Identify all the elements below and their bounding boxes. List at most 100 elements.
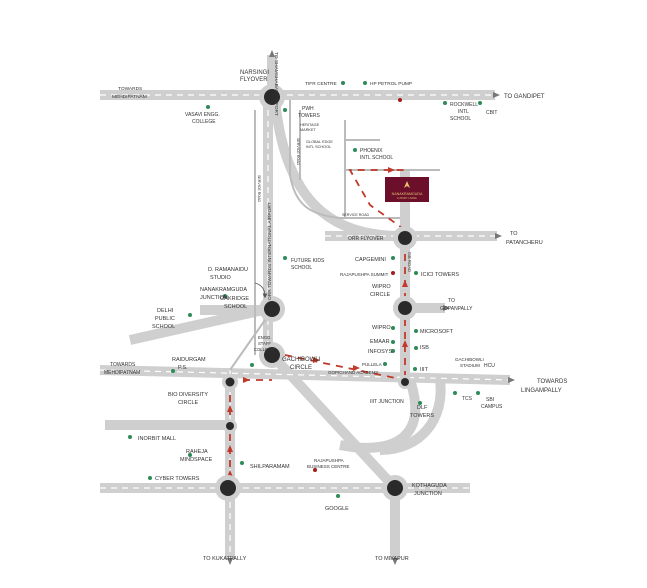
label-kothaguda-2: JUNCTION [414,491,442,497]
label-nanakramguda-1: NANAKRAMGUDA [200,287,247,293]
label-delhi-3: SCHOOL [152,324,175,330]
label-towards-lingampally-1: TOWARDS [537,379,567,385]
label-wipro: WIPRO [372,325,391,331]
label-towards-lingampally-2: LINGAMPALLY [521,388,562,394]
label-wipro-circle-2: CIRCLE [370,292,391,298]
label-pwh-1: PWH [302,106,314,112]
label-service-road-h: SERVICE ROAD [342,213,369,217]
label-raidurgam-1: RAIDURGAM [172,357,206,363]
label-orr-flyover: ORR FLYOVER [348,236,384,242]
label-emaar: EMAAR [370,339,390,345]
road-gachibowli-curve [379,379,446,455]
label-raidurgam-2: P.S. [178,365,188,371]
label-ramanaidu-1: D. RAMANAIDU [208,267,248,273]
label-bio-diversity-2: CIRCLE [178,400,199,406]
label-to-gopanpally-2: GOPANPALLY [440,306,473,312]
label-microsoft: MICROSOFT [420,329,454,335]
label-service-road-left: SERVICE ROAD [257,175,261,202]
label-nanakramguda-2: JUNCTION [200,295,228,301]
road-end-arrows [227,50,515,565]
label-inorbit: INORBIT MALL [138,436,176,442]
label-oakridge-2: SCHOOL [224,304,247,310]
label-phoenix-2: INTL SCHOOL [360,155,393,161]
label-oakridge-1: OAKRIDGE [220,296,249,302]
label-future-kids-2: SCHOOL [291,265,312,271]
label-gachibowli-stadium-1: GACHIBOWLI [455,357,484,362]
label-to-patancheru-1: TO [510,231,518,237]
label-towards-mehdipatnam-1: TOWARDS [110,362,136,368]
junction-nodes [215,84,417,501]
label-towards-mehdipatnam-top-2: MEHDIPATNAM [112,94,147,100]
label-gachibowli-1: GACHIBOWLI [282,357,321,363]
label-orr-airport: ORR TOWARDS INTERNATIONAL AIRPORT [267,202,273,300]
label-pullela-1: PULLELA [362,362,382,367]
label-rockwell-1: ROCKWELL [450,102,478,108]
label-vasavi-1: VASAVI ENGG. [185,112,220,118]
label-kothaguda-1: KOTHAGUDA [412,483,447,489]
label-towards-mehdipatnam-top-1: TOWARDS [118,86,142,92]
label-to-gandipet: TO GANDIPET [504,94,545,100]
map-labels: TO SHAMSHABAD AIRPORT NARSINGI FLYOVER T… [104,52,567,562]
label-google: GOOGLE [325,506,349,512]
road-dashes [99,94,511,560]
road-gachibowli-main [99,365,511,385]
label-iiit: IIIT [420,367,429,373]
label-shilparamam: SHILPARAMAM [250,464,290,470]
label-engg-staff-3: COLLEGE [254,347,274,352]
label-heritage-2: MARKET [300,128,317,132]
label-phoenix-1: PHOENIX [360,148,383,154]
label-to-kukatpally: TO KUKATPALLY [203,556,247,562]
label-global-edge-1: GLOBAL EDGE [306,140,333,144]
label-dlf-2: TOWERS [410,413,434,419]
poi-dots [128,81,482,498]
label-isb: ISB [420,345,429,351]
road-iiit-dlf [339,378,421,453]
label-rockwell-3: SCHOOL [450,116,471,122]
site-tagline: LUXURY LIVING [397,196,417,200]
label-rajapushpa-bc-1: RAJAPUSHPA [314,458,344,463]
label-sbi-2: CAMPUS [481,404,503,410]
label-flyover: FLYOVER [240,77,268,83]
label-engg-staff-2: STAFF [258,341,271,346]
label-hcu: HCU [484,363,495,369]
label-bio-diversity-1: BIO DIVERSITY [168,392,208,398]
label-delhi-2: PUBLIC [155,316,175,322]
label-capgemini: CAPGEMINI [355,257,386,263]
road-gachibowli-kothaguda [268,351,399,492]
pointer-arrow-icon [254,282,268,299]
label-hp-pump: HP PETROL PUMP [370,81,412,87]
site-marker: NANAKRAMGUDA LUXURY LIVING [385,177,429,202]
label-to-patancheru-2: PATANCHERU [506,240,543,246]
label-rockwell-2: INTL [458,109,469,115]
label-raheja-2: MINDSPACE [180,457,213,463]
label-vasavi-2: COLLEGE [192,119,216,125]
label-cbit: CBIT [486,110,497,116]
label-sbi-1: SBI [486,397,494,403]
label-tifr: TIFR CENTRE [305,81,337,87]
label-to-gopanpally-1: TO [448,298,455,304]
label-infosys: INFOSYS [368,349,392,355]
label-isb-road: ISB ROAD [407,252,412,272]
label-tcs: TCS [462,396,473,402]
label-towards-mehdipatnam-2: MEHDIPATNAM [104,370,140,376]
site-name: NANAKRAMGUDA [392,192,423,196]
road-orr-curve [270,99,401,241]
label-narsingi: NARSINGI [240,70,269,76]
label-gachibowli-2: CIRCLE [290,365,312,371]
label-dlf-1: DLF [417,405,428,411]
label-service-road-v: SERVICE ROAD [296,138,300,165]
label-raheja-1: RAHEJA [186,449,208,455]
label-cyber-towers: CYBER TOWERS [155,476,200,482]
label-wipro-circle-1: WIPRO [372,284,391,290]
label-pullela-2: GOPICHAND ACADEMY [328,370,379,375]
label-global-edge-2: INTL SCHOOL [306,145,331,149]
road-diagonal-west [128,303,274,345]
label-to-shamshabad: TO SHAMSHABAD AIRPORT [273,52,279,116]
label-iiit-junction: IIIT JUNCTION [370,399,404,405]
label-pwh-2: TOWERS [298,113,321,119]
label-rajapushpa-summit: RAJAPUSHPA SUMMIT [340,272,389,277]
label-engg-staff-1: ENGG. [258,335,272,340]
label-icici: ICICI TOWERS [421,272,459,278]
label-ramanaidu-2: STUDIO [210,275,232,281]
